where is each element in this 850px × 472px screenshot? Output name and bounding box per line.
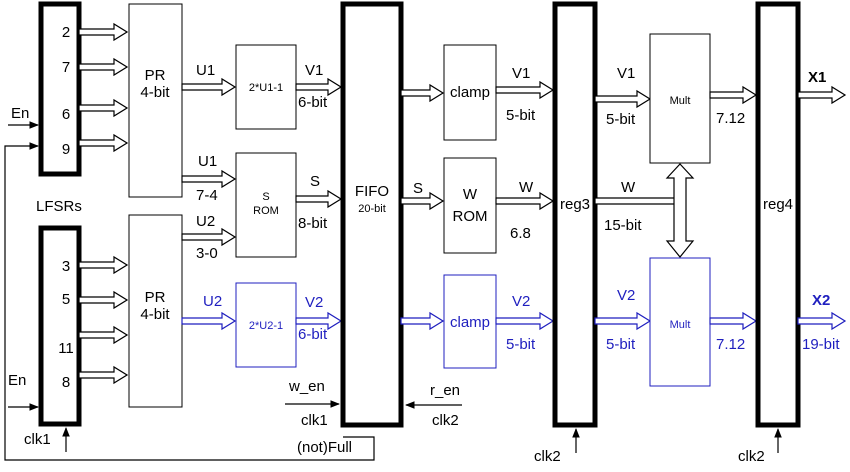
s-bits: 8-bit [298,215,328,232]
wr-bits: 15-bit [604,217,642,234]
reg4-clk-label: clk2 [738,448,765,465]
m1-bits: 7.12 [716,110,745,127]
lfsr1-block [38,1,82,177]
lfsr2-tap-0: 3 [62,258,70,275]
lfsr2-tap-2: 11 [58,340,74,357]
reg4-block [755,1,801,428]
v2-label: V2 [305,294,323,311]
w-bits: 6.8 [510,225,531,242]
mult1-to-reg4-arrow [709,85,758,105]
lfsr1-en-label: En [11,105,29,122]
stage-to-reg3-arrows [495,80,555,211]
pr1-label: PR [145,67,166,84]
u1b-bits: 7-4 [196,187,218,204]
lfsr2-tap-1: 5 [62,291,70,308]
m2-bits: 7.12 [716,336,745,353]
s-in-label: S [413,180,423,197]
s-label: S [310,173,320,190]
v1r-label: V1 [617,65,635,82]
fifo-to-clamp2-arrow [400,311,445,331]
w-to-mults-double-arrow [665,163,695,258]
v1-bits: 6-bit [298,94,328,111]
v1c-bits: 5-bit [506,107,536,124]
f2-to-fifo-arrow [295,311,343,331]
w-label: W [519,179,534,196]
reg3-block [552,1,598,428]
lfsr1-tap-2: 6 [62,106,70,123]
reg3-label: reg3 [560,196,590,213]
f2-label: 2*U2-1 [249,320,283,332]
x2-bits: 19-bit [802,336,840,353]
srom-block [235,152,297,258]
lfsr2-clk-label: clk1 [24,431,51,448]
fifo-clk2-label: clk2 [432,412,459,429]
v2r-label: V2 [617,287,635,304]
reg4-label: reg4 [763,196,793,213]
u2-bits: 3-0 [196,245,218,262]
lfsr1-tap-3: 9 [62,141,70,158]
fifo-full-label: (not)Full [297,439,352,456]
fifo-block [340,1,404,428]
pr1-bits: 4-bit [140,84,170,101]
v2r-bits: 5-bit [606,336,636,353]
clamp2-block [443,274,497,369]
u1-label: U1 [196,62,215,79]
full-feedback-wire [4,142,375,461]
lfsr-label: LFSRs [36,198,82,215]
x2-label: X2 [812,292,830,309]
v1r-bits: 5-bit [606,111,636,128]
mult1-label: Mult [670,95,691,107]
clamp2-label: clamp [450,314,490,331]
wr-label: W [621,179,636,196]
wrom-block [443,157,497,254]
fifo-to-stage-arrows [400,83,445,211]
pr2-label: PR [145,289,166,306]
v2c-label: V2 [512,293,530,310]
v1-label: V1 [305,62,323,79]
lfsr1-tap-0: 2 [62,24,70,41]
fifo-bits: 20-bit [358,203,386,215]
srom-line1: S [262,191,269,203]
x1-label: X1 [808,69,826,86]
func-to-fifo-arrows [295,77,343,209]
v1c-label: V1 [512,65,530,82]
fifo-label: FIFO [355,183,389,200]
lfsr-to-pr-arrows [78,22,129,385]
u2-label: U2 [196,213,215,230]
x2-output-arrow [797,311,847,331]
mult2-to-reg4-arrow [709,311,758,331]
reg3-clk-label: clk2 [534,448,561,465]
v2c-bits: 5-bit [506,336,536,353]
pr-to-func-arrows [181,77,237,247]
srom-line2: ROM [253,205,279,217]
u1b-label: U1 [198,153,217,170]
lfsr2-en-label: En [8,372,26,389]
fifo-ren-label: r_en [430,382,460,399]
clamp1-label: clamp [450,84,490,101]
pr2-bits: 4-bit [140,306,170,323]
reg3-to-mult2-arrow [594,311,652,331]
mult1-block [649,33,711,164]
v2-bits: 6-bit [298,326,328,343]
u2-blue-label: U2 [203,293,222,310]
mult2-label: Mult [670,319,691,331]
f2-block [235,282,297,368]
f1-label: 2*U1-1 [249,82,283,94]
clamp2-to-reg3-arrow [495,311,555,331]
fifo-clk1-label: clk1 [301,412,328,429]
pr1-block [128,3,183,198]
x1-output-arrow [797,85,847,105]
pr2-block [128,214,183,408]
lfsr2-tap-3: 8 [62,374,70,391]
wrom-line2: ROM [453,208,488,225]
pr2-to-f2-arrow [181,311,237,331]
wrom-line1: W [463,186,478,203]
lfsr1-tap-1: 7 [62,59,70,76]
fifo-wen-label: w_en [288,378,325,395]
lfsr2-block [38,225,82,427]
